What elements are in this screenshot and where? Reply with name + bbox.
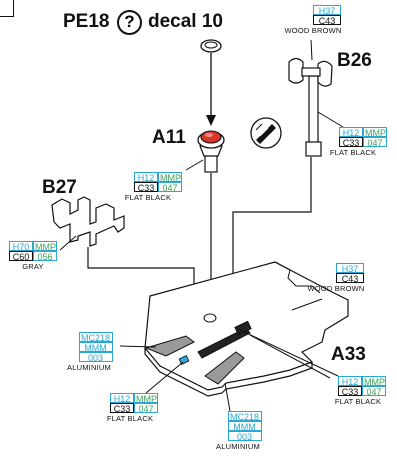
part-b26-label: B26 bbox=[337, 50, 372, 71]
lamp-a11 bbox=[197, 130, 225, 173]
decal-ring bbox=[200, 39, 222, 53]
base-plate-a33 bbox=[144, 261, 349, 397]
part-code-label: PE18 bbox=[63, 11, 110, 32]
part-a11-label: A11 bbox=[152, 127, 186, 148]
paint-chip-b26-top: H37 C43 WOOD BROWN bbox=[284, 5, 342, 35]
paint-chip-aluminium-bottom: MC218 MMM 003 ALUMINIUM bbox=[216, 411, 262, 451]
glue-icon bbox=[250, 117, 282, 149]
railing-b27 bbox=[51, 196, 125, 247]
post-b26 bbox=[288, 57, 333, 157]
paint-chip-a33-top: H37 C43 WOOD BROWN bbox=[307, 263, 365, 293]
part-b27-label: B27 bbox=[42, 177, 77, 198]
paint-chip-aluminium-left: MC218 MMM 003 ALUMINIUM bbox=[67, 332, 113, 372]
part-a33-label: A33 bbox=[331, 344, 366, 365]
step-corner-marker bbox=[0, 0, 14, 17]
decal-label: decal 10 bbox=[148, 11, 223, 32]
question-mark-icon: ? bbox=[117, 10, 142, 35]
assembly-arrow-decal bbox=[206, 53, 216, 126]
